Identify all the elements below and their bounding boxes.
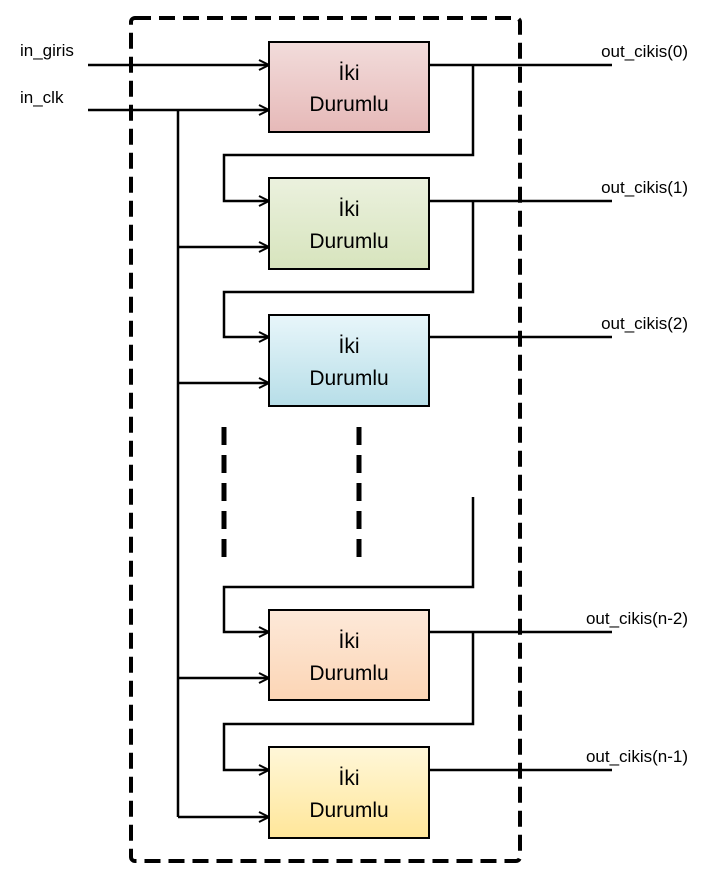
output-label-n-2: out_cikis(n-2) — [586, 609, 688, 628]
chain-wire-1-2 — [222, 201, 475, 337]
block-label-line2: Durumlu — [309, 799, 388, 822]
chain-wire-0-1 — [222, 65, 475, 201]
block-label-line1: İki — [339, 335, 360, 358]
output-label-2: out_cikis(2) — [601, 314, 688, 333]
flip-flop-block-n-2: İki Durumlu — [268, 609, 430, 701]
input-label-data: in_giris — [20, 41, 74, 60]
module-border — [129, 16, 522, 863]
input-label-clock: in_clk — [20, 88, 64, 107]
output-label-1: out_cikis(1) — [601, 178, 688, 197]
output-label-0: out_cikis(0) — [601, 42, 688, 61]
flip-flop-block-n-1: İki Durumlu — [268, 746, 430, 839]
block-label-line2: Durumlu — [309, 367, 388, 390]
output-label-n-1: out_cikis(n-1) — [586, 747, 688, 766]
block-label-line2: Durumlu — [309, 93, 388, 116]
flip-flop-block-2: İki Durumlu — [268, 314, 430, 407]
block-label-line1: İki — [339, 630, 360, 653]
flip-flop-block-1: İki Durumlu — [268, 177, 430, 270]
block-label-line1: İki — [339, 62, 360, 85]
block-label-line1: İki — [339, 198, 360, 221]
chain-wire-n2-n1 — [222, 632, 475, 770]
wires — [88, 65, 612, 817]
block-label-line1: İki — [339, 767, 360, 790]
block-label-line2: Durumlu — [309, 230, 388, 253]
block-label-line2: Durumlu — [309, 662, 388, 685]
flip-flop-block-0: İki Durumlu — [268, 41, 430, 133]
chain-wire-gap-n2 — [222, 497, 475, 632]
